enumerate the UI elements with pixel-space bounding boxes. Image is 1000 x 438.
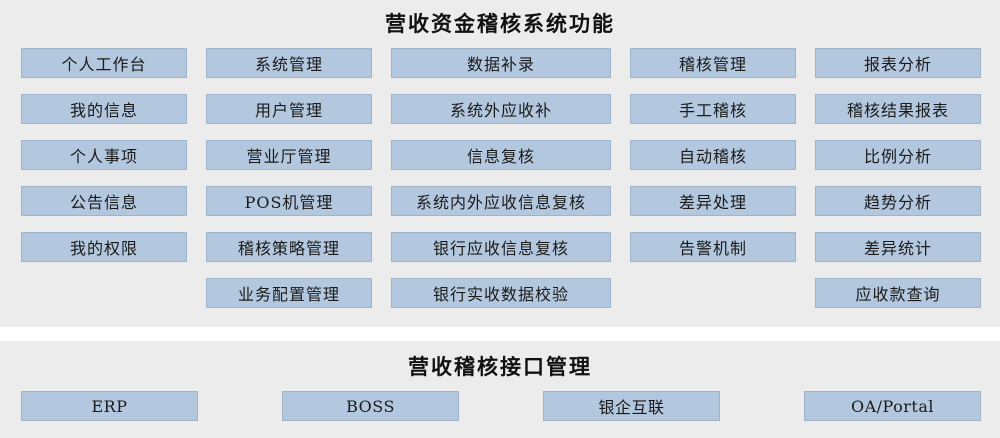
function-box: 营业厅管理 — [206, 140, 372, 170]
function-box: 公告信息 — [21, 186, 187, 216]
function-box: 自动稽核 — [630, 140, 796, 170]
function-box: POS机管理 — [206, 186, 372, 216]
function-box: 稽核策略管理 — [206, 232, 372, 262]
function-box: 稽核结果报表 — [815, 94, 981, 124]
function-box: 用户管理 — [206, 94, 372, 124]
interface-box: 银企互联 — [543, 391, 720, 421]
function-box: 系统内外应收信息复核 — [391, 186, 611, 216]
function-box: 报表分析 — [815, 48, 981, 78]
function-box: 比例分析 — [815, 140, 981, 170]
function-box: 信息复核 — [391, 140, 611, 170]
function-box: 个人事项 — [21, 140, 187, 170]
function-box: 银行实收数据校验 — [391, 278, 611, 308]
function-box: 我的信息 — [21, 94, 187, 124]
interface-title: 营收稽核接口管理 — [408, 354, 592, 379]
interface-box: ERP — [21, 391, 198, 421]
function-box: 系统外应收补 — [391, 94, 611, 124]
function-box: 系统管理 — [206, 48, 372, 78]
function-box: 应收款查询 — [815, 278, 981, 308]
function-box: 稽核管理 — [630, 48, 796, 78]
function-box: 趋势分析 — [815, 186, 981, 216]
functions-title: 营收资金稽核系统功能 — [385, 11, 615, 36]
function-box: 差异统计 — [815, 232, 981, 262]
function-box: 业务配置管理 — [206, 278, 372, 308]
function-box: 手工稽核 — [630, 94, 796, 124]
interface-box: OA/Portal — [804, 391, 981, 421]
interface-panel — [0, 341, 1000, 438]
function-box: 我的权限 — [21, 232, 187, 262]
function-box: 告警机制 — [630, 232, 796, 262]
function-box: 差异处理 — [630, 186, 796, 216]
function-box: 数据补录 — [391, 48, 611, 78]
function-box: 银行应收信息复核 — [391, 232, 611, 262]
interface-box: BOSS — [282, 391, 459, 421]
function-box: 个人工作台 — [21, 48, 187, 78]
